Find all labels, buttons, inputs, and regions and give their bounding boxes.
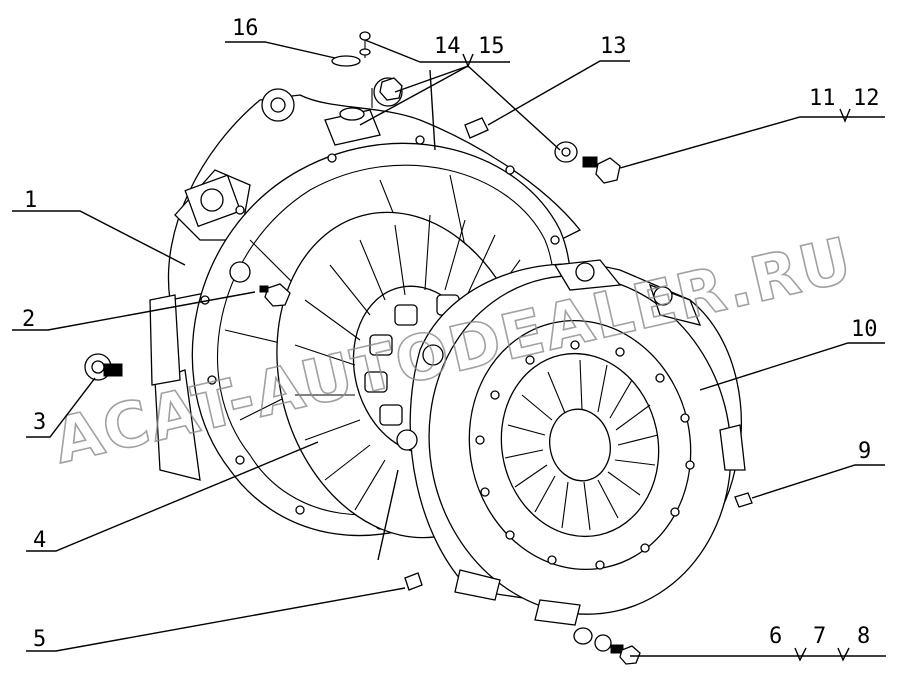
label-11: 11 [809, 86, 836, 111]
label-4: 4 [33, 528, 46, 553]
label-2: 2 [22, 307, 35, 332]
label-12: 12 [853, 86, 880, 111]
label-10: 10 [851, 317, 878, 342]
part-5-pin [404, 572, 423, 591]
label-13: 13 [600, 34, 627, 59]
label-6: 6 [769, 624, 782, 649]
part-3-fitting [84, 353, 123, 381]
label-15: 15 [478, 34, 505, 59]
label-5: 5 [33, 627, 46, 652]
part-9-pin [734, 492, 753, 508]
label-9: 9 [858, 439, 871, 464]
part-11-12-washer-bolt [554, 141, 621, 184]
part-6-8-bolt-set [573, 627, 641, 665]
cover-rivets [475, 340, 695, 570]
leader-lines [12, 39, 886, 662]
label-7: 7 [813, 624, 826, 649]
part-14-15-bolt [371, 77, 403, 108]
label-8: 8 [857, 624, 870, 649]
label-1: 1 [24, 188, 37, 213]
label-16: 16 [232, 16, 259, 41]
part-16-plate [331, 31, 371, 67]
callout-labels: 1 2 3 4 5 6 7 8 9 10 11 12 13 14 15 16 [22, 16, 880, 652]
clutch-pressure-plate [396, 259, 746, 626]
label-3: 3 [33, 410, 46, 435]
part-13-stud [464, 117, 489, 139]
label-14: 14 [434, 34, 461, 59]
part-2-bolt [229, 261, 291, 307]
